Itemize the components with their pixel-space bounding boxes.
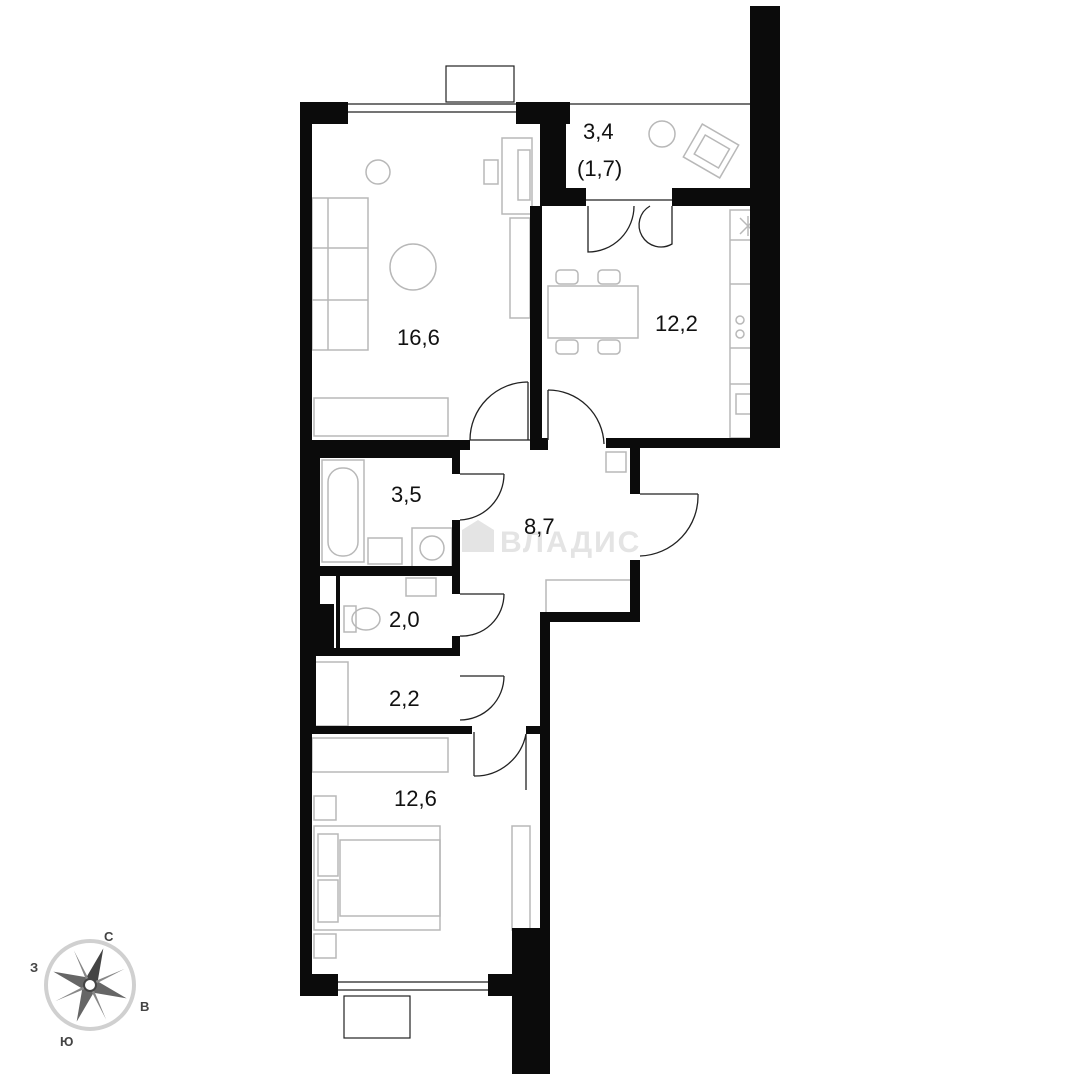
dining-table-icon xyxy=(547,269,639,355)
washbasin-icon xyxy=(367,537,403,565)
room-labels: 16,6 3,4 (1,7) 12,2 3,5 8,7 2,0 2,2 12,6 xyxy=(389,119,698,811)
bedroom-dresser-icon xyxy=(511,825,531,931)
ac-unit-top-icon xyxy=(445,65,515,103)
compass: С В Ю З xyxy=(30,929,149,1049)
nightstand-icon xyxy=(313,795,337,821)
loggia-table-icon xyxy=(648,120,676,148)
room-area-hall: 8,7 xyxy=(524,514,555,539)
watermark: ВЛАДИС xyxy=(462,520,641,559)
desk-icon xyxy=(483,137,533,215)
compass-south: Ю xyxy=(60,1034,73,1049)
compass-east: В xyxy=(140,999,149,1014)
doors xyxy=(459,205,699,790)
ac-unit-bottom-icon xyxy=(343,995,411,1039)
double-bed-icon xyxy=(313,825,441,931)
toilet-icon xyxy=(343,605,381,633)
room-area-kitchen: 12,2 xyxy=(655,311,698,336)
watermark-text: ВЛАДИС xyxy=(500,526,641,559)
plant-icon xyxy=(365,159,391,185)
tv-cabinet-icon xyxy=(509,217,531,319)
room-area-loggia: 3,4 xyxy=(583,119,614,144)
room-area-loggia-reduced: (1,7) xyxy=(577,156,622,181)
compass-ring xyxy=(44,939,136,1031)
walls xyxy=(300,6,780,1074)
room-area-storage: 2,2 xyxy=(389,686,420,711)
bedroom-wardrobe-icon xyxy=(311,737,449,773)
room-area-toilet: 2,0 xyxy=(389,607,420,632)
nightstand-icon xyxy=(313,933,337,959)
room-area-living: 16,6 xyxy=(397,325,440,350)
sofa-icon xyxy=(311,197,369,351)
compass-rose-icon xyxy=(53,948,127,1022)
bathtub-icon xyxy=(321,459,365,563)
round-rug-icon xyxy=(389,243,437,291)
windows xyxy=(338,65,750,1039)
storage-shelf-icon xyxy=(313,661,349,727)
compass-north: С xyxy=(104,929,114,944)
washing-machine-icon xyxy=(411,527,453,569)
toilet-sink-icon xyxy=(405,577,437,597)
compass-west: З xyxy=(30,960,38,975)
room-area-bedroom: 12,6 xyxy=(394,786,437,811)
armchair-icon xyxy=(682,123,740,179)
watermark-house-icon xyxy=(462,520,494,552)
hall-cabinet-icon xyxy=(605,451,627,473)
compass-center xyxy=(83,978,97,992)
hall-wardrobe-icon xyxy=(545,579,633,615)
wardrobe-living-icon xyxy=(313,397,449,437)
room-area-bathroom: 3,5 xyxy=(391,482,422,507)
